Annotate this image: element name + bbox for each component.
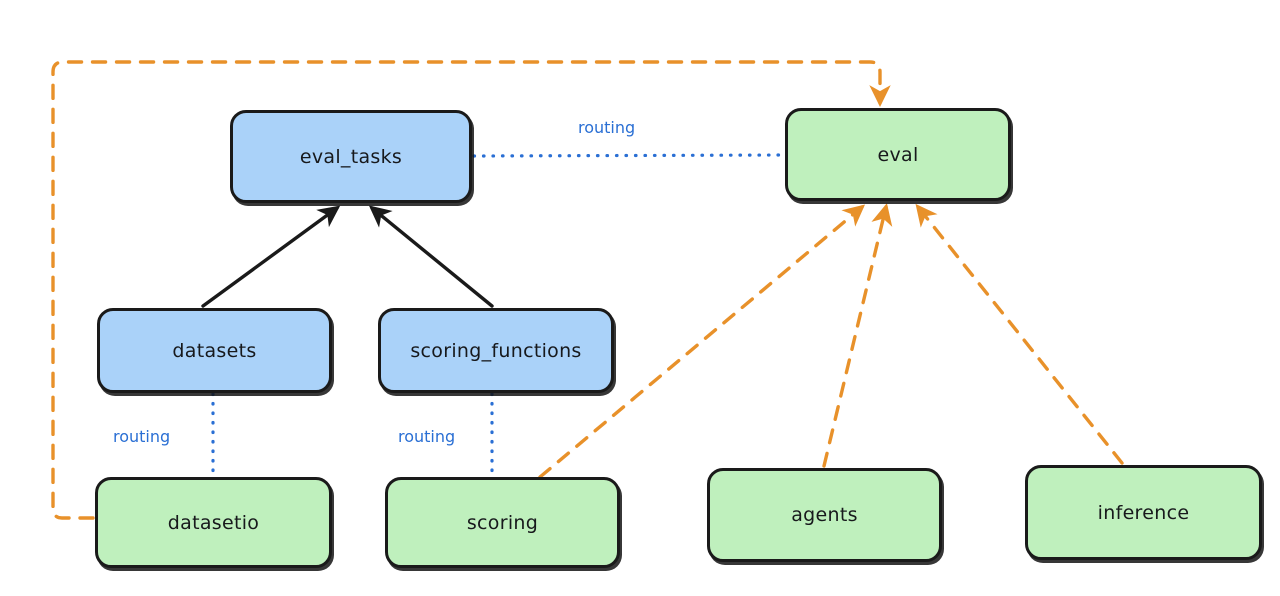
edge-inference-eval bbox=[915, 203, 1124, 465]
node-label-datasetio: datasetio bbox=[167, 511, 260, 534]
node-label-agents: agents bbox=[791, 504, 858, 526]
edge-label-routing-eval_tasks-eval: routing bbox=[578, 118, 636, 137]
node-datasets[interactable]: datasets bbox=[97, 308, 332, 393]
node-datasetio[interactable]: datasetio bbox=[95, 477, 332, 568]
edge-label-routing-datasets-datasetio: routing bbox=[113, 427, 171, 446]
node-label-inference: inference bbox=[1097, 501, 1190, 524]
node-label-scoring_functions: scoring_functions bbox=[410, 339, 582, 362]
node-label-datasets: datasets bbox=[172, 339, 257, 362]
node-inference[interactable]: inference bbox=[1025, 465, 1262, 560]
node-scoring[interactable]: scoring bbox=[385, 477, 620, 568]
edge-scoring_functions-eval_tasks bbox=[368, 205, 494, 308]
node-eval_tasks[interactable]: eval_tasks bbox=[230, 110, 472, 203]
node-eval[interactable]: eval bbox=[785, 108, 1011, 201]
node-label-eval: eval bbox=[877, 143, 919, 166]
edge-eval_tasks-eval bbox=[472, 153, 785, 158]
edge-datasets-eval_tasks bbox=[201, 205, 341, 308]
node-agents[interactable]: agents bbox=[707, 468, 942, 562]
node-label-eval_tasks: eval_tasks bbox=[299, 145, 403, 168]
node-label-scoring: scoring bbox=[466, 511, 539, 534]
edge-label-routing-scoring_functions-scoring: routing bbox=[398, 427, 456, 446]
edge-agents-eval bbox=[822, 203, 893, 468]
node-scoring_functions[interactable]: scoring_functions bbox=[378, 308, 614, 393]
